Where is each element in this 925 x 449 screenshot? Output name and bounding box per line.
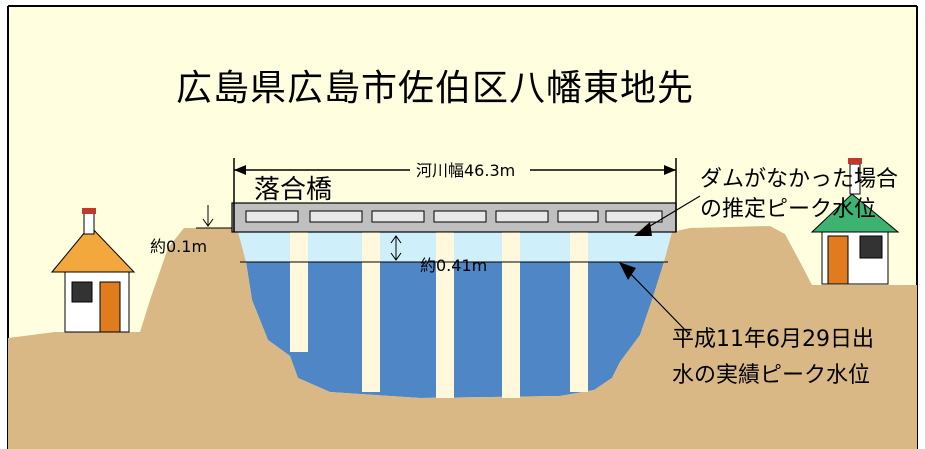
depth-label: 約0.41m [420,256,487,275]
bridge-pier [290,232,308,352]
house-left-chimney [83,211,95,235]
actual-pointer [624,267,691,336]
bridge-pier [436,232,454,398]
actual-label-line1: 平成11年6月29日出 [672,327,874,352]
no-dam-label-line2: の推定ピーク水位 [700,197,876,222]
river-width-label: 河川幅46.3m [416,161,515,180]
deck-opening [433,210,487,223]
left-gap-label: 約0.1m [150,237,207,256]
deck-opening [495,210,549,223]
depth-arrowhead-bottom [390,252,402,261]
actual-label-line2: 水の実績ピーク水位 [672,363,870,388]
depth-arrowhead-top [390,235,402,244]
no-dam-label-line1: ダムがなかった場合 [700,167,898,192]
river-width-label-bg [410,158,530,180]
house-left-roof [50,225,136,273]
left-gap-arrowhead [202,218,214,227]
ground-left-bank [8,226,917,449]
house-left-window [71,281,93,303]
bridge-pier [362,232,380,392]
diagram-title: 広島県広島市佐伯区八幡東地先 [176,68,694,109]
house-right-door [827,235,849,285]
deck-opening [371,210,425,223]
bridge-pier [502,232,520,398]
actual-pointer-head [619,262,636,280]
deck-opening [605,210,663,223]
bridge-deck-openings [245,210,663,223]
arrowhead-right [664,165,676,175]
deck-opening [245,210,299,223]
deck-opening [309,210,363,223]
house-right-chimney-top [848,158,862,164]
house-right [810,158,900,285]
no-dam-pointer-head [634,222,652,236]
house-right-window [859,235,883,259]
deck-opening [557,210,599,223]
house-right-roof [810,193,900,233]
bridge-name: 落合橋 [254,175,332,205]
arrowhead-left [234,165,246,175]
house-left-chimney-top [82,208,96,214]
house-left-door [99,281,121,333]
bridge-pier [570,232,588,392]
house-left [50,208,136,333]
